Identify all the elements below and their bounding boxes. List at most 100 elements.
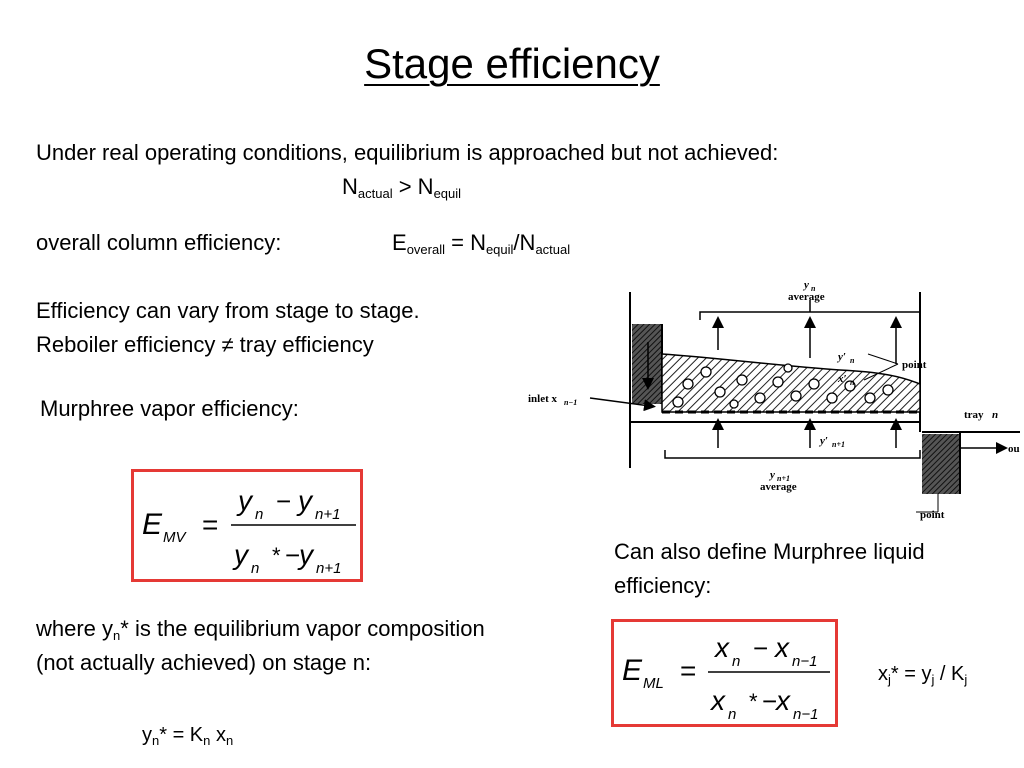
vary-line-2: Reboiler efficiency ≠ tray efficiency (36, 332, 374, 357)
emv-num-n: n (255, 506, 263, 523)
eml-num-x2: x (773, 632, 790, 663)
actual-subscript: actual (535, 242, 571, 257)
inlet-downcomer (632, 324, 662, 404)
actual-subscript: actual (357, 186, 393, 201)
page-title: Stage efficiency (0, 40, 1024, 88)
eml-den-n1: n−1 (793, 706, 818, 723)
bubbles (672, 363, 894, 409)
emv-equation-box: E MV = y n − y n+1 y n * − y n+1 (131, 469, 363, 582)
n-subscript: n (152, 733, 160, 748)
emv-num-minus: − (276, 486, 291, 516)
eml-den-x2: x (774, 685, 791, 716)
label-xnp: x′ (837, 373, 847, 385)
eml-num-n1: n−1 (792, 653, 817, 670)
e-symbol: E (392, 230, 407, 255)
label-point-top: point (902, 359, 927, 371)
where-text-2: * is the equilibrium vapor composition (120, 616, 485, 641)
n-actual-relation: Nactual > Nequil (342, 170, 461, 204)
y-symbol: y (142, 724, 152, 746)
label-yn1-sub: n+1 (777, 474, 790, 483)
j-subscript: j (888, 672, 891, 687)
overall-subscript: overall (406, 242, 445, 257)
eml-den-star: * (749, 689, 758, 714)
overall-efficiency-formula: Eoverall = Nequil/Nactual (392, 226, 570, 260)
eml-num-minus: − (753, 633, 768, 663)
emv-equation: E MV = y n − y n+1 y n * − y n+1 (142, 485, 356, 577)
label-ynp: y′ (836, 351, 846, 363)
star-equals-y: * = y (890, 663, 932, 685)
froth-layer (661, 353, 921, 413)
label-inlet-sub: n−1 (564, 398, 577, 407)
eml-equals: = (680, 655, 696, 686)
inlet-arrow (589, 397, 656, 412)
emv-den-n: n (251, 560, 259, 577)
n-symbol: N (417, 174, 434, 199)
label-tray: tray (964, 409, 984, 421)
eml-equation: E ML = x n − x n−1 x n * − x n−1 (622, 632, 830, 723)
x-symbol: x (878, 663, 888, 685)
n-subscript: n (203, 733, 211, 748)
label-point-bottom: point (920, 509, 945, 521)
eml-num-n: n (732, 653, 740, 670)
label-average-top: average (788, 291, 825, 303)
label-yn1p: y′ (818, 435, 828, 447)
emv-den-star: * (272, 543, 281, 568)
where-line-2: (not actually achieved) on stage n: (36, 650, 372, 675)
label-yn1: y (768, 469, 775, 481)
where-text: where y (36, 616, 114, 641)
eml-den-n: n (728, 706, 736, 723)
greater-than: > (392, 174, 418, 199)
overall-label: overall column efficiency: (36, 230, 282, 255)
page-title-text: Stage efficiency (364, 40, 660, 87)
n-symbol: N (519, 230, 536, 255)
eml-equation-box: E ML = x n − x n−1 x n * − x n−1 (611, 619, 838, 727)
label-inlet: inlet x (528, 393, 558, 405)
eml-e: E (622, 654, 643, 687)
n-symbol: N (470, 230, 486, 255)
liquid-line-2: efficiency: (614, 573, 712, 598)
x-symbol: x (210, 724, 226, 746)
star-equals-k: * = K (159, 724, 204, 746)
vary-line-1: Efficiency can vary from stage to stage. (36, 298, 420, 323)
equil-subscript: equil (485, 242, 514, 257)
top-brace (699, 311, 921, 320)
emv-num-n1: n+1 (315, 506, 340, 523)
label-average-bottom: average (760, 481, 797, 493)
label-out: ou (1008, 443, 1020, 455)
label-ynp-sub: n (850, 356, 855, 365)
xj-relation: xj* = yj / Kj (878, 657, 967, 691)
j-subscript: j (931, 672, 935, 687)
emv-num-y2: y (296, 485, 314, 516)
outlet-downcomer (922, 434, 960, 494)
slash: / (513, 230, 520, 255)
point-leader-top (863, 363, 899, 381)
intro-line: Under real operating conditions, equilib… (36, 140, 779, 165)
murphree-vapor-label: Murphree vapor efficiency: (40, 396, 299, 421)
eml-sub: ML (643, 675, 664, 692)
n-symbol: N (342, 174, 358, 199)
bottom-brace (664, 450, 921, 459)
equals: = (444, 230, 471, 255)
emv-den-y2: y (297, 539, 315, 570)
label-yn: y (802, 279, 809, 291)
n-subscript: n (225, 733, 234, 748)
where-line-1: where yn* is the equilibrium vapor compo… (36, 612, 485, 646)
emv-den-minus: − (285, 540, 300, 570)
equil-subscript: equil (433, 186, 462, 201)
yn-relation: yn* = Kn xn (142, 718, 233, 752)
label-yn1p-sub: n+1 (832, 440, 845, 449)
emv-equals: = (202, 509, 218, 540)
label-xnp-sub: n (850, 378, 855, 387)
n-subscript: n (113, 628, 121, 643)
emv-num-y: y (236, 485, 254, 516)
point-leader-top (867, 353, 899, 365)
emv-sub: MV (163, 529, 187, 546)
emv-e: E (142, 508, 163, 541)
eml-num-x: x (713, 632, 730, 663)
eml-den-x: x (709, 685, 726, 716)
liquid-line-1: Can also define Murphree liquid (614, 539, 925, 564)
emv-den-n1: n+1 (316, 560, 341, 577)
label-tray-n: n (992, 409, 998, 421)
j-subscript: j (964, 672, 968, 687)
eml-den-minus: − (762, 686, 777, 716)
